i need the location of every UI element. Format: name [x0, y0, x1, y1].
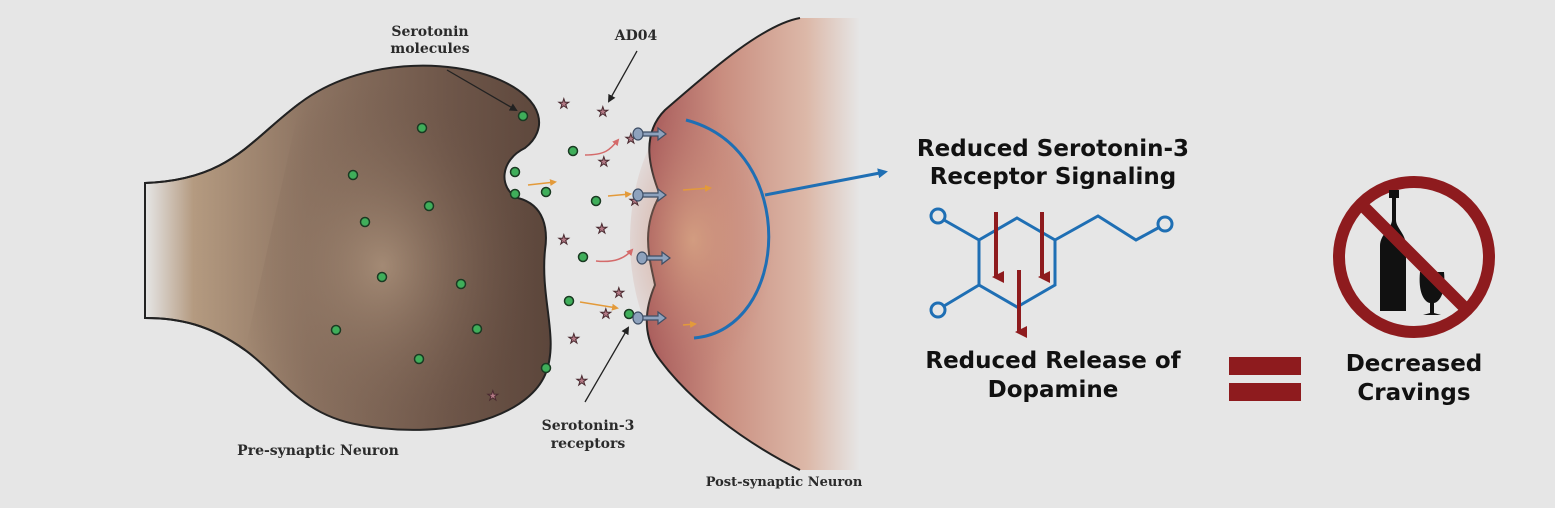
molecule-structure-icon — [929, 207, 1174, 319]
label-pointers — [446, 50, 638, 403]
ad04-star: ★ — [487, 389, 499, 404]
serotonin-dot — [416, 122, 428, 134]
serotonin-dot — [623, 308, 635, 320]
ad04-star: ★ — [558, 233, 570, 248]
ad04-star: ★ — [568, 332, 580, 347]
ad04-label: AD04 — [614, 28, 658, 44]
serotonin-dot — [517, 110, 529, 122]
signal-bracket — [685, 118, 888, 340]
serotonin-dot — [509, 166, 521, 178]
serotonin-dot — [413, 353, 425, 365]
serotonin-dot — [540, 362, 552, 374]
reduced-release-title-2: Dopamine — [988, 377, 1119, 403]
post-synaptic-neuron — [630, 17, 860, 471]
pre-synaptic-label: Pre-synaptic Neuron — [237, 443, 399, 459]
serotonin-dot — [590, 195, 602, 207]
receptor — [632, 187, 667, 203]
serotonin-dot — [376, 271, 388, 283]
post-synaptic-label: Post-synaptic Neuron — [706, 475, 863, 490]
serotonin-dot — [577, 251, 589, 263]
ad04-star: ★ — [598, 155, 610, 170]
equals-icon — [1229, 357, 1301, 401]
release-arrows — [527, 138, 712, 328]
ad04-star: ★ — [576, 374, 588, 389]
serotonin-dot — [347, 169, 359, 181]
ad04-star: ★ — [596, 222, 608, 237]
serotonin3-receptors-label-2: receptors — [551, 436, 626, 452]
outcome-title-2: Cravings — [1357, 380, 1470, 406]
serotonin-dot — [455, 278, 467, 290]
ad04-star: ★ — [597, 105, 609, 120]
receptor — [636, 250, 671, 266]
ad04-star: ★ — [613, 286, 625, 301]
serotonin-dot — [359, 216, 371, 228]
signal-arrow — [764, 168, 888, 197]
serotonin-dot — [567, 145, 579, 157]
serotonin-molecules-label-1: Serotonin — [391, 24, 468, 40]
decrease-arrows — [992, 212, 1050, 338]
serotonin3-receptors — [632, 126, 671, 326]
pre-synaptic-neuron — [144, 64, 552, 431]
ad04-molecules: ★ ★ ★ ★ ★ ★ ★ ★ ★ ★ ★ ★ — [487, 97, 642, 405]
reduced-release-title-1: Reduced Release of — [925, 348, 1181, 374]
serotonin3-receptors-label-1: Serotonin-3 — [542, 418, 635, 434]
serotonin-dot — [509, 188, 521, 200]
serotonin-dot — [540, 186, 552, 198]
serotonin-molecules-label-2: molecules — [390, 41, 469, 57]
ad04-star: ★ — [558, 97, 570, 112]
reduced-signaling-title-2: Receptor Signaling — [930, 164, 1177, 190]
serotonin-molecules — [330, 110, 635, 374]
outcome-title-1: Decreased — [1346, 351, 1483, 377]
receptor — [632, 126, 667, 142]
serotonin-dot — [330, 324, 342, 336]
ad04-star: ★ — [600, 307, 612, 322]
reduced-signaling-title-1: Reduced Serotonin-3 — [917, 136, 1189, 162]
serotonin-dot — [423, 200, 435, 212]
serotonin-dot — [471, 323, 483, 335]
no-alcohol-icon — [1333, 176, 1495, 338]
receptor — [632, 310, 667, 326]
serotonin-dot — [563, 295, 575, 307]
